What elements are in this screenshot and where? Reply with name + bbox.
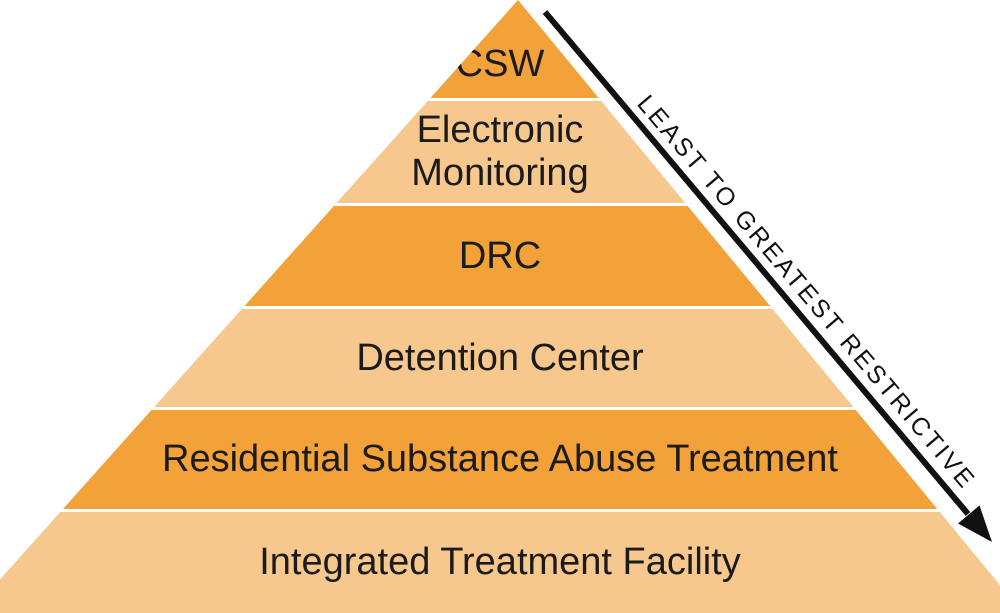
level-label-residential-substance-abuse-treatment: Residential Substance Abuse Treatment [162,438,838,481]
pyramid-level-integrated-treatment-facility: Integrated Treatment Facility [0,509,1000,613]
pyramid-level-electronic-monitoring: Electronic Monitoring [0,98,1000,203]
pyramid-level-csw: CSW [0,0,1000,98]
arrow-head-icon [958,505,992,542]
level-label-detention-center: Detention Center [356,336,644,379]
pyramid-level-residential-substance-abuse-treatment: Residential Substance Abuse Treatment [0,407,1000,509]
pyramid-level-detention-center: Detention Center [0,306,1000,407]
level-label-csw: CSW [455,43,545,86]
pyramid-level-drc: DRC [0,203,1000,306]
level-label-drc: DRC [458,234,542,277]
level-label-electronic-monitoring: Electronic Monitoring [411,109,589,194]
level-label-integrated-treatment-facility: Integrated Treatment Facility [259,541,741,584]
